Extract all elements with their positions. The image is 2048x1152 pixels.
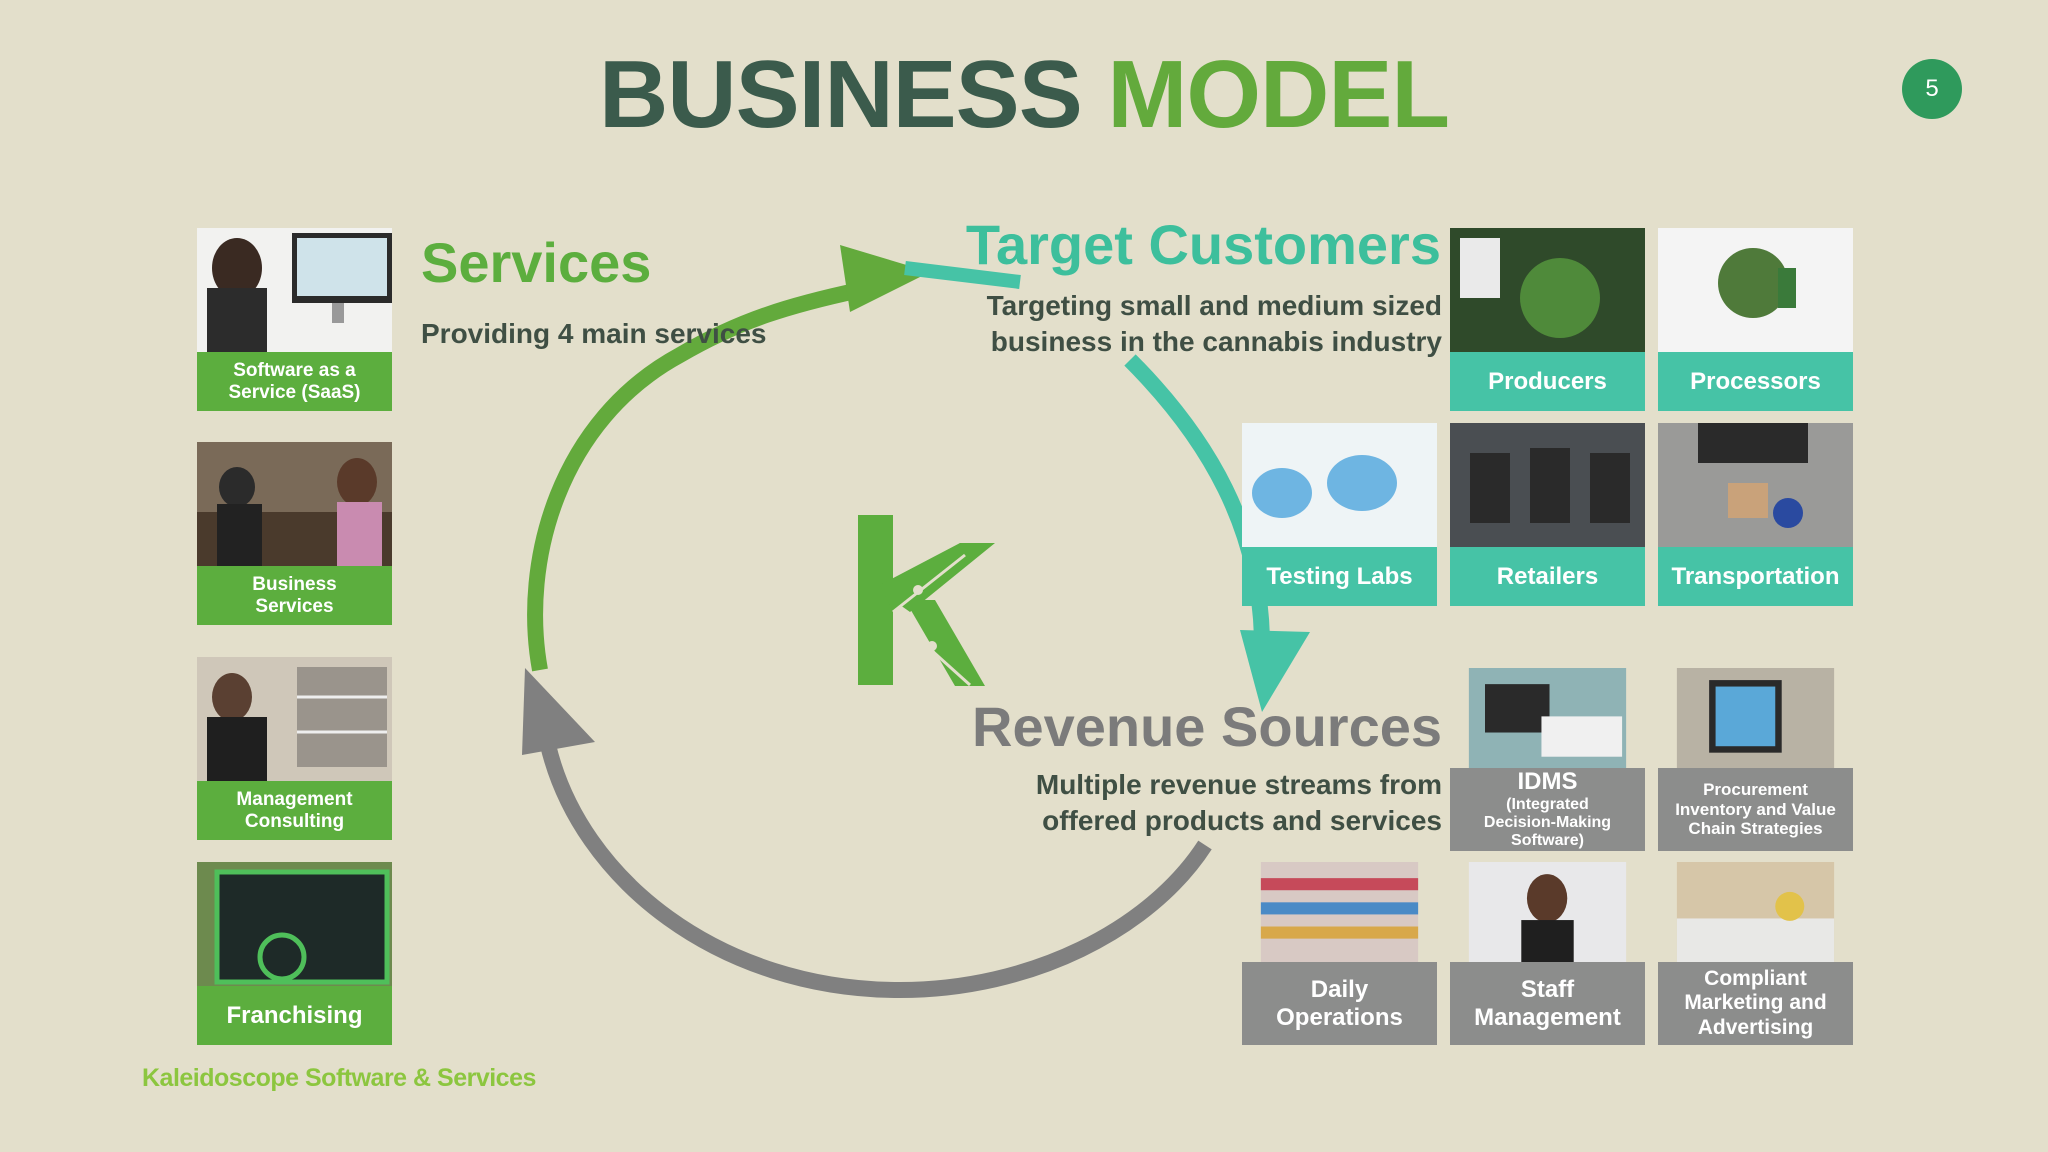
revenue-label: Procurement Inventory and Value Chain St… — [1658, 768, 1853, 851]
service-label: Franchising — [197, 986, 392, 1045]
teal-arrowhead — [1240, 630, 1310, 712]
procurement-photo — [1676, 668, 1835, 768]
customer-tile-producers: Producers — [1450, 228, 1645, 411]
services-heading: Services — [421, 231, 652, 294]
consulting-photo — [197, 657, 392, 781]
customer-label: Producers — [1450, 352, 1645, 411]
slide-title: BUSINESS MODEL — [0, 40, 2048, 150]
revenue-label: Compliant Marketing and Advertising — [1658, 962, 1853, 1045]
service-tile-franchising: Franchising — [197, 862, 392, 1045]
revenue-tile-compliant-marketing: Compliant Marketing and Advertising — [1658, 862, 1853, 1045]
services-subtitle: Providing 4 main services — [421, 318, 767, 349]
customer-label: Retailers — [1450, 547, 1645, 606]
title-word-model: MODEL — [1107, 41, 1450, 148]
teal-arrow-tail — [904, 261, 1021, 289]
revenue-tile-idms: IDMS (Integrated Decision-Making Softwar… — [1450, 668, 1645, 851]
gray-arrowhead — [522, 668, 595, 755]
idms-photo — [1468, 668, 1627, 768]
retailers-photo — [1450, 423, 1645, 547]
footer-brand: Kaleidoscope Software & Services — [142, 1064, 536, 1092]
customer-tile-processors: Processors — [1658, 228, 1853, 411]
k-logo-icon — [858, 515, 995, 687]
franchising-photo — [197, 862, 392, 986]
customer-label: Processors — [1658, 352, 1853, 411]
customer-tile-transportation: Transportation — [1658, 423, 1853, 606]
transportation-photo — [1658, 423, 1853, 547]
producers-photo — [1450, 228, 1645, 352]
customer-label: Testing Labs — [1242, 547, 1437, 606]
page-number-badge: 5 — [1902, 59, 1962, 119]
green-cycle-arrow — [527, 282, 862, 672]
title-word-business: BUSINESS — [598, 41, 1083, 148]
customer-tile-retailers: Retailers — [1450, 423, 1645, 606]
staff-management-photo — [1468, 862, 1627, 962]
revenue-label: IDMS (Integrated Decision-Making Softwar… — [1450, 768, 1645, 851]
compliant-marketing-photo — [1676, 862, 1835, 962]
customer-tile-testing-labs: Testing Labs — [1242, 423, 1437, 606]
green-arrowhead — [840, 245, 930, 312]
business-photo — [197, 442, 392, 566]
daily-operations-photo — [1260, 862, 1419, 962]
processors-photo — [1658, 228, 1853, 352]
customer-label: Transportation — [1658, 547, 1853, 606]
gray-cycle-arrow — [540, 743, 1212, 999]
revenue-sources-heading: Revenue Sources — [972, 695, 1442, 758]
testing-labs-photo — [1242, 423, 1437, 547]
target-customers-heading: Target Customers — [965, 213, 1441, 276]
revenue-tile-procurement: Procurement Inventory and Value Chain St… — [1658, 668, 1853, 851]
saas-photo — [197, 228, 392, 352]
